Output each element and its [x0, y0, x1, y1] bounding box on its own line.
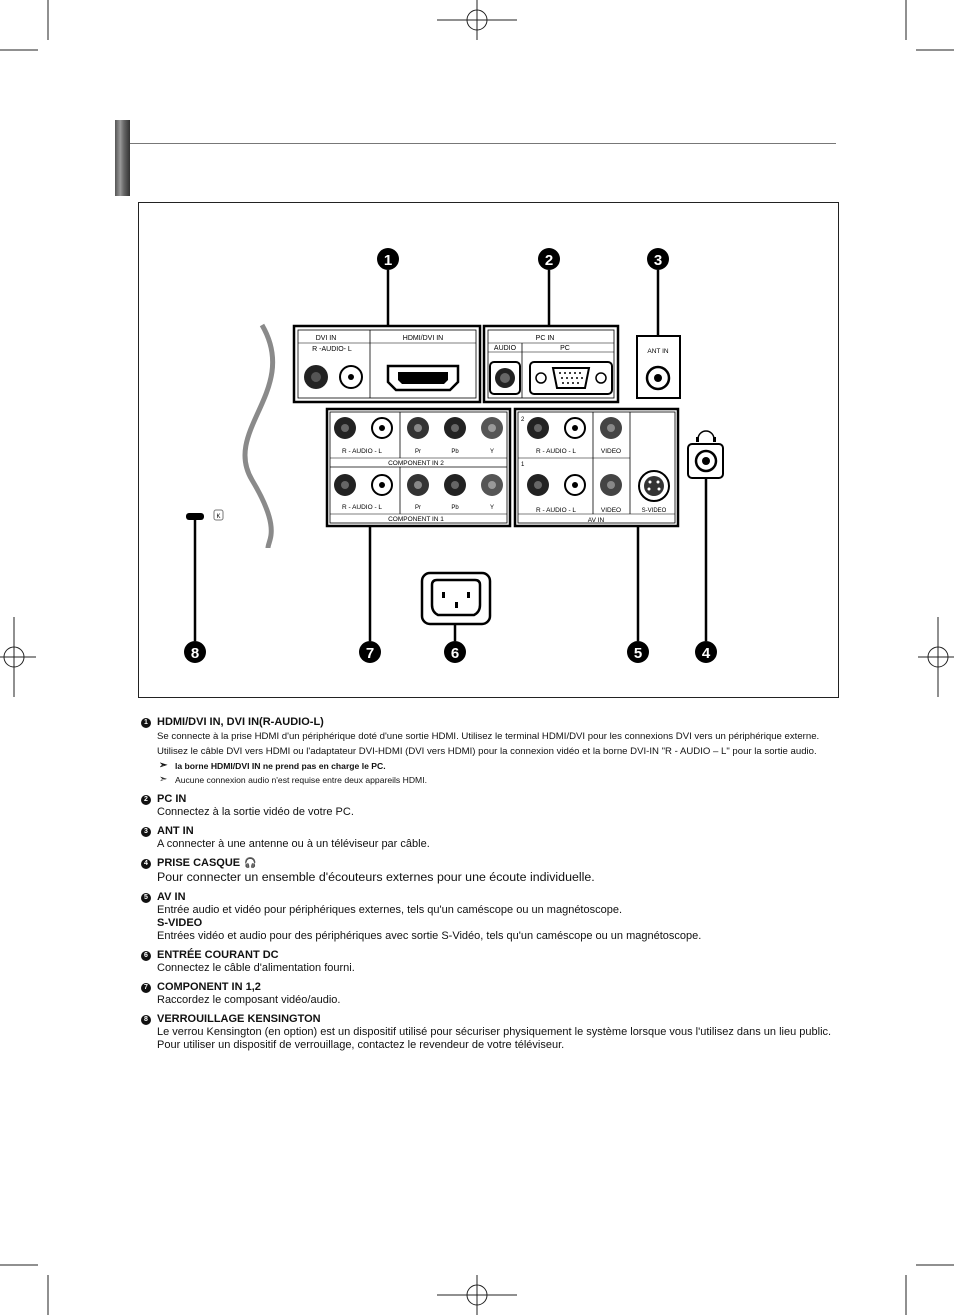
- section-title: COMPONENT IN 1,2: [157, 981, 261, 993]
- pc-label: PC: [560, 345, 570, 352]
- section-title: VERROUILLAGE KENSINGTON: [157, 1013, 321, 1025]
- comp1-pb-label: Pb: [451, 505, 459, 511]
- note-item: ➣ la borne HDMI/DVI IN ne prend pas en ch…: [157, 759, 850, 773]
- arrow-icon: ➣: [159, 760, 168, 771]
- kensington-k-label: K: [216, 514, 220, 520]
- s-video-label: S-VIDEO: [642, 508, 667, 514]
- section-component: 7 COMPONENT IN 1,2 Raccordez le composan…: [140, 981, 850, 1007]
- av-row-1-label: 1: [521, 462, 525, 468]
- comp1-audio-label: R - AUDIO - L: [342, 504, 382, 511]
- callout-5: 5: [634, 645, 642, 662]
- section-kensington: 8 VERROUILLAGE KENSINGTON Le verrou Kens…: [140, 1013, 850, 1052]
- section-text: Utilisez le câble DVI vers HDMI ou l'ada…: [157, 746, 817, 757]
- section-number: 6: [141, 951, 151, 961]
- connection-descriptions: 1 HDMI/DVI IN, DVI IN(R-AUDIO-L) Se conn…: [140, 716, 850, 1058]
- kensington-slot: [186, 513, 204, 520]
- pc-audio-label: AUDIO: [494, 345, 517, 352]
- callout-4: 4: [702, 645, 711, 662]
- section-text: A connecter à une antenne ou à un télévi…: [157, 838, 430, 850]
- section-text: Pour utiliser un dispositif de verrouill…: [157, 1039, 565, 1051]
- note-text: Aucune connexion audio n'est requise ent…: [175, 775, 427, 785]
- component-in-1-label: COMPONENT IN 1: [388, 516, 444, 523]
- section-pc-in: 2 PC IN Connectez à la sortie vidéo de v…: [140, 793, 850, 819]
- av-in-label: AV IN: [588, 517, 605, 524]
- callout-1: 1: [384, 252, 392, 269]
- section-text: Le verrou Kensington (en option) est un …: [157, 1026, 832, 1038]
- section-headphone: 4 PRISE CASQUE🎧 Pour connecter un ensemb…: [140, 857, 850, 885]
- section-text: Raccordez le composant vidéo/audio.: [157, 994, 341, 1006]
- section-number: 8: [141, 1015, 151, 1025]
- section-title: PC IN: [157, 793, 187, 805]
- section-text: Connectez à la sortie vidéo de votre PC.: [157, 806, 354, 818]
- av1-audio-label: R - AUDIO - L: [536, 507, 576, 514]
- section-title: HDMI/DVI IN, DVI IN(R-AUDIO-L): [157, 716, 324, 728]
- callout-6: 6: [451, 645, 459, 662]
- section-number: 7: [141, 983, 151, 993]
- section-title: AV IN: [157, 891, 186, 903]
- av2-audio-label: R - AUDIO - L: [536, 448, 576, 455]
- arrow-icon: ➣: [159, 774, 168, 785]
- comp2-pr-label: Pr: [415, 449, 421, 455]
- callout-3: 3: [654, 252, 662, 269]
- section-text: Se connecte à la prise HDMI d'un périphé…: [157, 731, 820, 742]
- section-title: PRISE CASQUE: [157, 857, 241, 869]
- section-text: Entrée audio et vidéo pour périphériques…: [157, 904, 623, 916]
- av-row-2-label: 2: [521, 417, 525, 423]
- header-rule: [130, 143, 836, 144]
- section-number: 5: [141, 893, 151, 903]
- headphone-icon: 🎧: [244, 858, 257, 869]
- dvi-in-label: DVI IN: [316, 335, 337, 342]
- comp1-pr-label: Pr: [415, 505, 421, 511]
- section-number: 2: [141, 795, 151, 805]
- av1-video-label: VIDEO: [601, 507, 621, 514]
- comp2-audio-label: R - AUDIO - L: [342, 448, 382, 455]
- section-title: ENTRÉE COURANT DC: [157, 949, 279, 961]
- comp2-pb-label: Pb: [451, 449, 459, 455]
- note-text: la borne HDMI/DVI IN ne prend pas en cha…: [175, 761, 386, 771]
- callout-badges: 1 2 3 4 5 6 7 8: [184, 248, 717, 663]
- callout-7: 7: [366, 645, 374, 662]
- headphone-icon: [697, 430, 715, 440]
- hdmi-dvi-in-label: HDMI/DVI IN: [403, 335, 443, 342]
- section-subtitle: S-VIDEO: [157, 917, 203, 929]
- rear-panel-diagram: [138, 202, 839, 698]
- section-text: Pour connecter un ensemble d'écouteurs e…: [157, 870, 595, 884]
- section-power: 6 ENTRÉE COURANT DC Connectez le câble d…: [140, 949, 850, 975]
- section-title-row: PRISE CASQUE🎧: [157, 857, 850, 870]
- section-number: 4: [141, 859, 151, 869]
- header-accent-bar: [115, 120, 130, 196]
- ant-in-label: ANT IN: [647, 348, 668, 355]
- section-ant-in: 3 ANT IN A connecter à une antenne ou à …: [140, 825, 850, 851]
- section-text: Connectez le câble d'alimentation fourni…: [157, 962, 355, 974]
- comp1-y-label: Y: [490, 505, 494, 511]
- note-item: ➣ Aucune connexion audio n'est requise en…: [157, 773, 850, 787]
- component-in-2-label: COMPONENT IN 2: [388, 460, 444, 467]
- section-text: Entrées vidéo et audio pour des périphér…: [157, 930, 702, 942]
- section-av-in: 5 AV IN Entrée audio et vidéo pour périp…: [140, 891, 850, 943]
- callout-2: 2: [545, 252, 553, 269]
- pc-in-label: PC IN: [536, 335, 555, 342]
- section-number: 1: [141, 718, 151, 728]
- section-hdmi-dvi: 1 HDMI/DVI IN, DVI IN(R-AUDIO-L) Se conn…: [140, 716, 850, 787]
- comp2-y-label: Y: [490, 449, 494, 455]
- kensington-lock-icon: [213, 509, 224, 521]
- av2-video-label: VIDEO: [601, 448, 621, 455]
- tv-edge-curve: [242, 323, 276, 549]
- callout-8: 8: [191, 645, 199, 662]
- section-number: 3: [141, 827, 151, 837]
- section-title: ANT IN: [157, 825, 194, 837]
- dvi-audio-label: R -AUDIO- L: [312, 346, 352, 353]
